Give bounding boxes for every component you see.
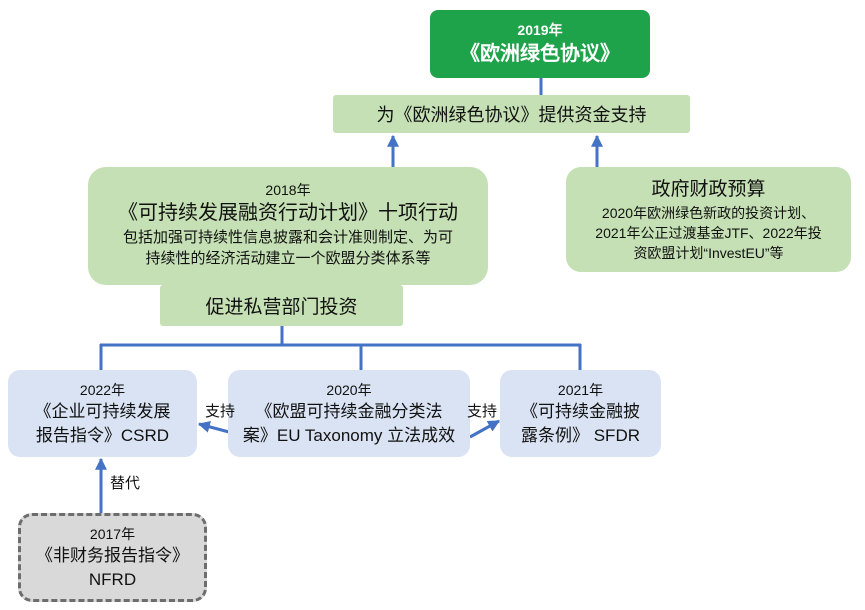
sfdr-title-line: 露条例》 SFDR xyxy=(521,425,640,445)
nfrd-node: 2017年 《非财务报告指令》 NFRD xyxy=(18,513,207,602)
budget-title: 政府财政预算 xyxy=(651,178,766,200)
action-plan-year: 2018年 xyxy=(265,181,311,198)
green-deal-node: 2019年 《欧洲绿色协议》 xyxy=(430,10,650,78)
budget-desc-line: 资欧盟计划“InvestEU”等 xyxy=(633,244,784,261)
taxonomy-title-line: 案》EU Taxonomy 立法成效 xyxy=(242,425,456,445)
edge-taxonomy-supports-sfdr xyxy=(469,419,501,439)
action-plan-title: 《可持续发展融资行动计划》十项行动 xyxy=(118,201,458,224)
action-plan-desc-line: 持续性的经济活动建立一个欧盟分类体系等 xyxy=(145,249,431,267)
green-deal-year: 2019年 xyxy=(517,22,563,38)
funding-label: 为《欧洲绿色协议》提供资金支持 xyxy=(376,105,647,125)
action-plan-node: 2018年 《可持续发展融资行动计划》十项行动 包括加强可持续性信息披露和会计准… xyxy=(88,167,488,285)
budget-desc-line: 2021年公正过渡基金JTF、2022年投 xyxy=(595,224,822,241)
taxonomy-node: 2020年 《欧盟可持续金融分类法 案》EU Taxonomy 立法成效 xyxy=(228,370,470,457)
taxonomy-title-line: 《欧盟可持续金融分类法 xyxy=(255,401,443,421)
green-deal-title: 《欧洲绿色协议》 xyxy=(460,43,620,65)
csrd-year: 2022年 xyxy=(79,381,126,398)
edge-label-replace: 替代 xyxy=(110,475,141,492)
sfdr-node: 2021年 《可持续金融披 露条例》 SFDR xyxy=(500,370,661,457)
nfrd-title-line: NFRD xyxy=(88,569,137,589)
action-plan-desc-line: 包括加强可持续性信息披露和会计准则制定、为可 xyxy=(122,228,453,246)
sfdr-year: 2021年 xyxy=(557,381,604,398)
taxonomy-year: 2020年 xyxy=(326,381,372,398)
private-investment-label: 促进私营部门投资 xyxy=(205,297,358,318)
sfdr-title-line: 《可持续金融披 xyxy=(521,401,640,421)
nfrd-title-line: 《非财务报告指令》 xyxy=(36,545,189,565)
private-investment-node: 促进私营部门投资 xyxy=(160,285,403,326)
budget-node: 政府财政预算 2020年欧洲绿色新政的投资计划、 2021年公正过渡基金JTF、… xyxy=(566,167,851,272)
nfrd-year: 2017年 xyxy=(89,525,136,542)
edge-label-support-left: 支持 xyxy=(205,403,236,420)
edge-taxonomy-supports-csrd xyxy=(197,420,230,434)
budget-desc-line: 2020年欧洲绿色新政的投资计划、 xyxy=(601,204,816,221)
funding-node: 为《欧洲绿色协议》提供资金支持 xyxy=(333,95,690,133)
csrd-title-line: 《企业可持续发展 xyxy=(34,401,171,421)
csrd-title-line: 报告指令》CSRD xyxy=(35,425,170,445)
csrd-node: 2022年 《企业可持续发展 报告指令》CSRD xyxy=(8,370,197,457)
edge-label-support-right: 支持 xyxy=(467,403,498,420)
